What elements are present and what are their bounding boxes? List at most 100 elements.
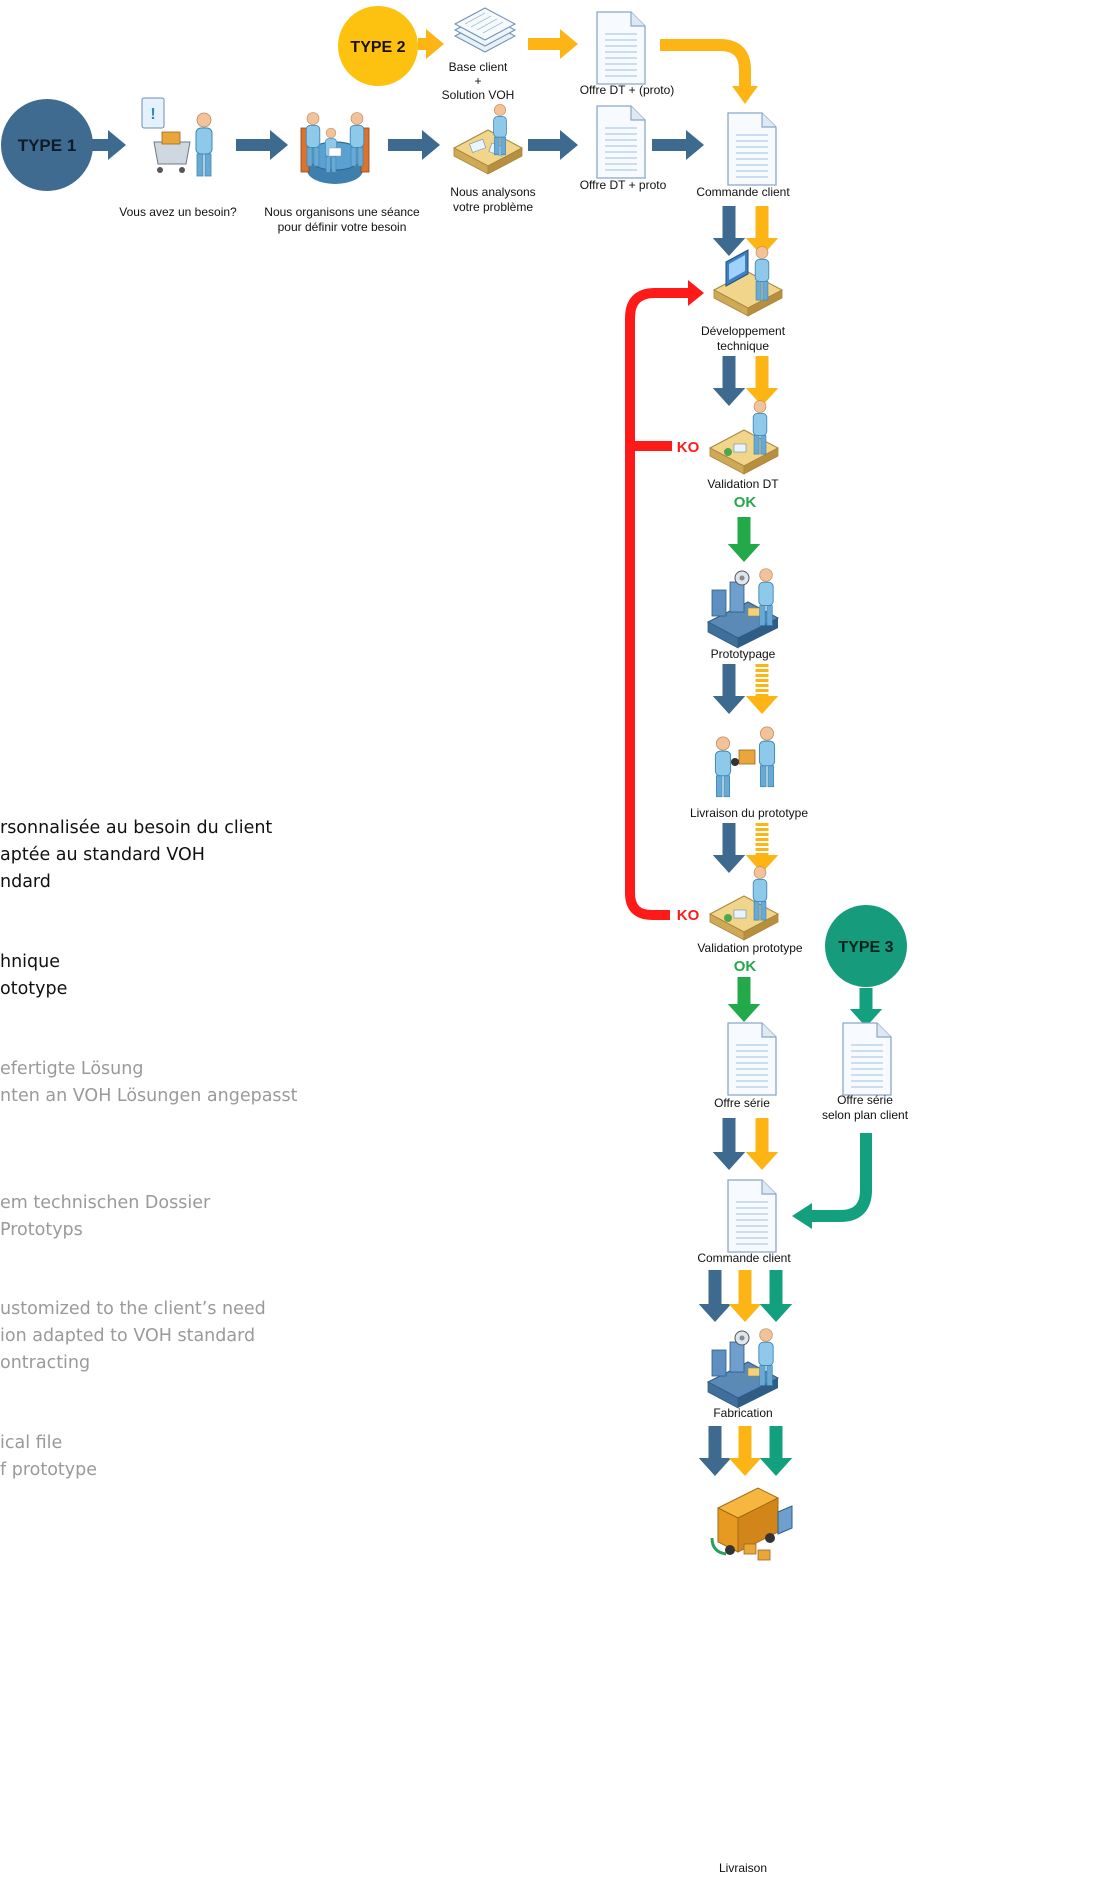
order-person-icon: ! (141, 97, 213, 177)
legend-fr-line-3: ndard (0, 872, 51, 892)
type2-curve-arrowhead (732, 86, 758, 104)
offer-series-plan-document-icon (842, 1022, 892, 1096)
meeting-icon (300, 112, 370, 184)
type2-curve-arrow (660, 39, 751, 86)
arrow-ok2-down (727, 977, 761, 1022)
arrow-base-to-offre (528, 29, 578, 59)
production-machine-icon (707, 568, 779, 649)
offer-proto-document-icon (596, 11, 646, 85)
label-base-3: Solution VOH (442, 88, 515, 102)
legend-de-line-2: nten an VOH Lösungen angepasst (0, 1086, 298, 1106)
offer-series-document-icon (727, 1022, 777, 1096)
handover-people-icon (714, 726, 776, 798)
label-dev-1: Développement (701, 324, 786, 338)
label-base-2: + (474, 74, 481, 88)
label-livraison: Livraison (719, 1861, 767, 1875)
type3-badge: TYPE 3 (825, 905, 907, 987)
label-besoin: Vous avez un besoin? (119, 205, 237, 219)
svg-text:!: ! (150, 106, 155, 123)
arrow-dev-to-validation-blue (712, 356, 746, 406)
arrow-besoin-to-seance (236, 130, 288, 160)
offer-document-icon (596, 105, 646, 179)
delivery-truck-icon (710, 1487, 793, 1561)
label-seance-2: pour définir votre besoin (278, 220, 407, 234)
computer-workstation-icon (713, 246, 783, 317)
ok-label-1: OK (734, 494, 757, 511)
ko-label-1: KO (677, 439, 700, 456)
label-offre-serie: Offre série (714, 1096, 770, 1110)
type2-badge-circle (338, 6, 418, 86)
arrow-offre-serie-to-commande-blue (712, 1118, 746, 1170)
label-seance-1: Nous organisons une séance (264, 205, 420, 219)
flow-arrows (92, 29, 883, 1476)
ok-label-2: OK (734, 958, 757, 975)
desk-validation-2-icon (709, 866, 779, 941)
arrow-livraison-to-validation-blue (712, 823, 746, 873)
arrow-type1-to-besoin (92, 130, 126, 160)
arrow-fabrication-to-livraison-blue (698, 1426, 732, 1476)
label-fabrication: Fabrication (713, 1406, 772, 1420)
ko-label-2: KO (677, 907, 700, 924)
fabrication-machine-icon (707, 1328, 779, 1409)
arrow-type2-to-base (418, 29, 444, 59)
legend-de-line-1: efertigte Lösung (0, 1059, 144, 1079)
label-validation-dt: Validation DT (707, 477, 779, 491)
arrow-dev-to-validation-orange (745, 356, 779, 406)
analysis-person-icon (453, 103, 523, 175)
label-commande-1: Commande client (696, 185, 790, 199)
arrow-commande-to-dev-blue (712, 206, 746, 256)
arrow-livraison-to-validation-orange (745, 823, 779, 873)
type3-badge-circle (825, 905, 907, 987)
label-offre-proto-paren: Offre DT + (proto) (580, 83, 675, 97)
arrow-commande2-to-fabrication-orange (728, 1270, 762, 1322)
arrow-ok1-down (727, 517, 761, 562)
legend-fr-line-2: aptée au standard VOH (0, 845, 205, 865)
label-offre-serie-plan-2: selon plan client (822, 1108, 909, 1122)
label-commande-2: Commande client (697, 1251, 791, 1265)
stacked-documents-icon (453, 7, 517, 53)
arrow-offre-serie-to-commande-orange (745, 1118, 779, 1170)
arrow-fabrication-to-livraison-teal (759, 1426, 793, 1476)
type3-curve-arrowhead (792, 1203, 812, 1229)
arrow-offre-to-commande (652, 130, 704, 160)
legend-fr-line-4: hnique (0, 952, 61, 972)
type2-badge-text: TYPE 2 (350, 39, 405, 56)
ko-loop-line (625, 288, 690, 920)
desk-validation-icon (709, 400, 779, 475)
label-analyse-1: Nous analysons (450, 185, 535, 199)
type2-badge: TYPE 2 (338, 6, 418, 86)
label-base-1: Base client (449, 60, 508, 74)
order-document-2-icon (727, 1179, 777, 1253)
legend-en-line-4: ical file (0, 1433, 63, 1453)
legend-en-line-3: ontracting (0, 1353, 91, 1373)
arrow-type3-down (849, 988, 883, 1027)
arrow-commande2-to-fabrication-teal (759, 1270, 793, 1322)
label-offre-serie-plan-1: Offre série (837, 1093, 893, 1107)
type1-badge-circle (1, 99, 93, 191)
legend-fr-line-5: ototype (0, 979, 68, 999)
type3-curve-arrow (812, 1133, 872, 1222)
arrow-commande2-to-fabrication-blue (698, 1270, 732, 1322)
label-offre-proto: Offre DT + proto (580, 178, 667, 192)
arrow-proto-to-livraison-blue (712, 664, 746, 714)
arrow-seance-to-analyse (388, 130, 440, 160)
label-prototypage: Prototypage (711, 647, 776, 661)
legend-en-line-2: ion adapted to VOH standard (0, 1326, 256, 1346)
ko-loop-arrowhead (688, 280, 704, 306)
type1-badge: TYPE 1 (1, 99, 93, 191)
type3-badge-text: TYPE 3 (838, 939, 893, 956)
legend-fr-line-1: rsonnalisée au besoin du client (0, 818, 273, 838)
arrow-fabrication-to-livraison-orange (728, 1426, 762, 1476)
legend-en-line-5: f prototype (0, 1460, 98, 1480)
label-livraison-proto: Livraison du prototype (690, 806, 808, 820)
label-validation-proto: Validation prototype (697, 941, 803, 955)
legend-de-line-3: em technischen Dossier (0, 1193, 211, 1213)
label-analyse-2: votre problème (453, 200, 533, 214)
order-document-icon (727, 112, 777, 186)
legend-de-line-4: Prototyps (0, 1220, 83, 1240)
type1-badge-text: TYPE 1 (18, 136, 77, 155)
legend-en-line-1: ustomized to the client’s need (0, 1299, 266, 1319)
arrow-analyse-to-offre (528, 130, 578, 160)
